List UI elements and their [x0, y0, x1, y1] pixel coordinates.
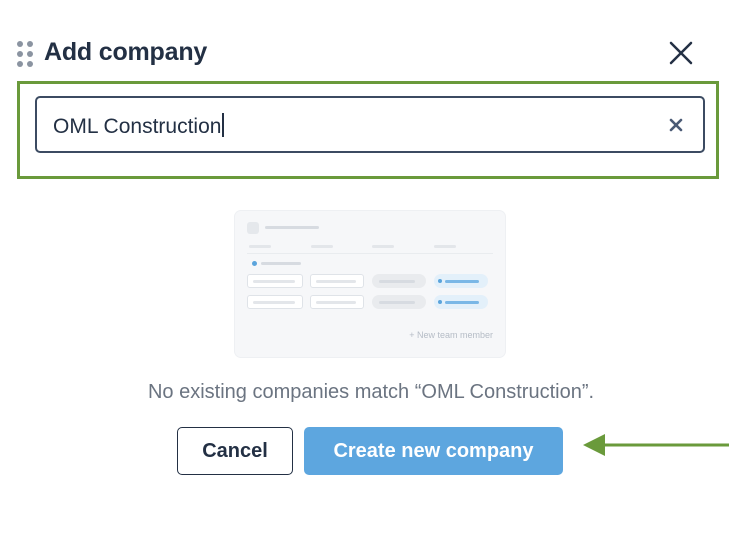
dialog-title: Add company	[44, 38, 208, 66]
company-search-input[interactable]: OML Construction	[35, 96, 705, 153]
new-team-member-label: + New team member	[409, 330, 493, 340]
text-caret	[222, 113, 225, 137]
annotation-arrow-icon	[583, 434, 729, 456]
empty-state-illustration: + New team member	[235, 211, 505, 357]
close-button[interactable]	[666, 38, 696, 68]
drag-handle-icon[interactable]	[17, 41, 35, 67]
clear-icon[interactable]	[667, 116, 685, 134]
close-icon	[669, 41, 693, 65]
cancel-button[interactable]: Cancel	[177, 427, 293, 475]
search-input-value: OML Construction	[53, 115, 222, 138]
create-new-company-button[interactable]: Create new company	[304, 427, 563, 475]
annotation-highlight-box	[17, 81, 719, 179]
empty-state-message: No existing companies match “OML Constru…	[147, 381, 595, 403]
